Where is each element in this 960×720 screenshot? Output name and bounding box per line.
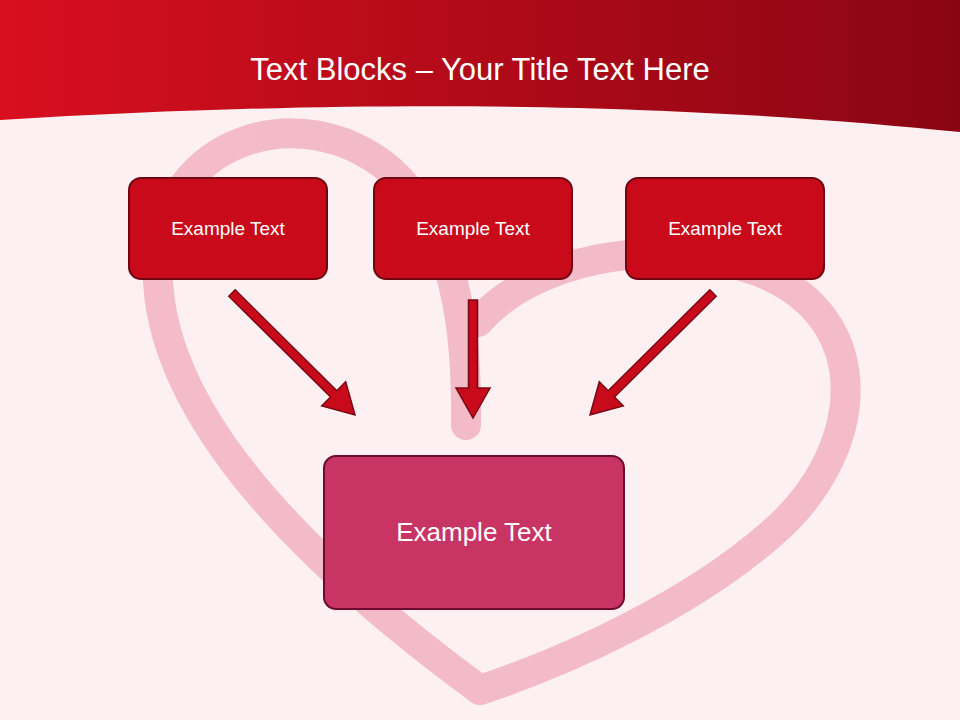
text-block: Example Text <box>625 177 825 280</box>
block-text: Example Text <box>396 517 552 548</box>
slide-title: Text Blocks – Your Title Text Here <box>250 52 710 87</box>
block-text: Example Text <box>416 218 530 240</box>
header-band <box>0 0 960 132</box>
block-arrow <box>590 290 716 415</box>
text-block: Example Text <box>373 177 573 280</box>
block-text: Example Text <box>171 218 285 240</box>
text-block: Example Text <box>128 177 328 280</box>
block-arrow <box>456 300 490 418</box>
block-text: Example Text <box>668 218 782 240</box>
block-arrow <box>229 290 355 415</box>
text-block: Example Text <box>323 455 625 610</box>
title-row: Text Blocks – Your Title Text Here <box>0 52 960 88</box>
